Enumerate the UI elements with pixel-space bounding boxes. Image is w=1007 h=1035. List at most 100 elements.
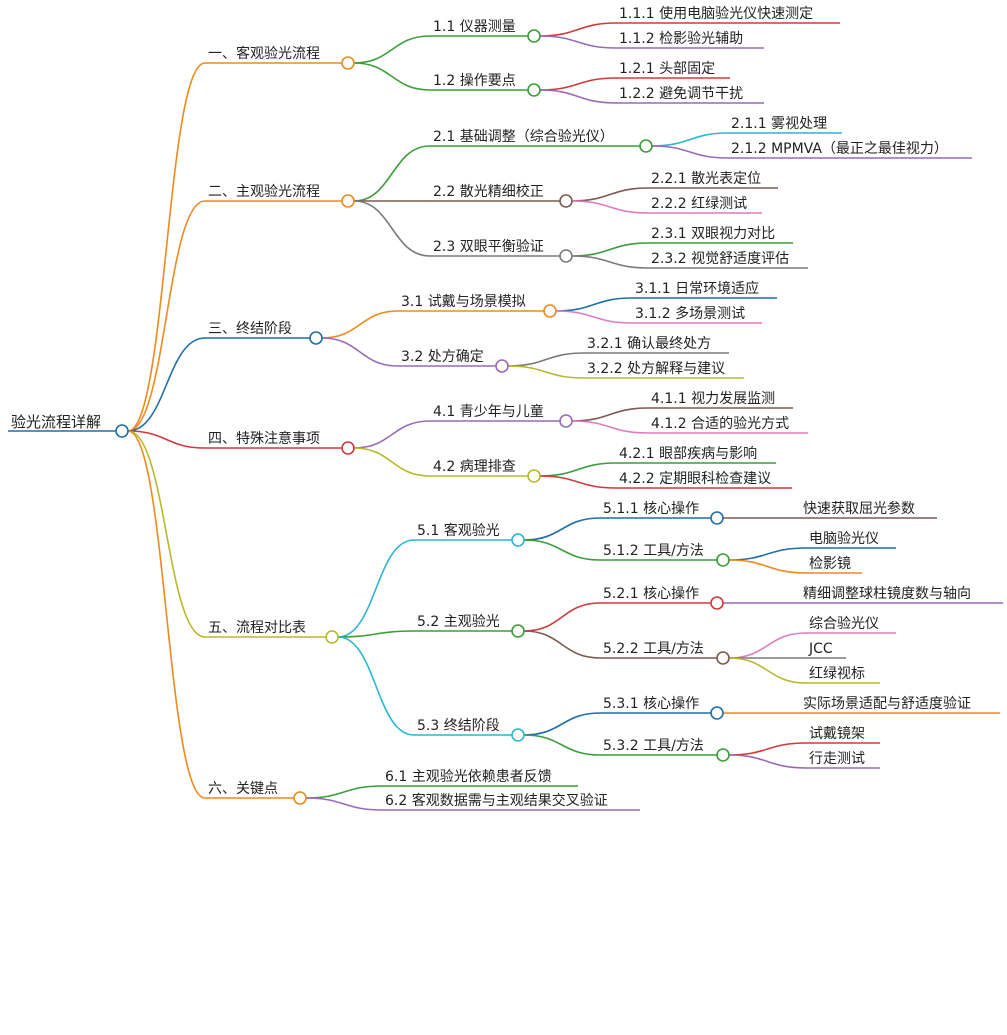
node-4-0-0-toggle[interactable] [710, 511, 724, 525]
edge-b3-c1-g0 [539, 462, 617, 477]
node-4-1-1-toggle[interactable] [716, 651, 730, 665]
edge-b4-c1-g1-h2 [728, 657, 807, 684]
node-0-0-toggle[interactable] [527, 29, 541, 43]
edge-b0-c1-g1 [539, 89, 617, 104]
edge-b0-c1 [353, 62, 431, 91]
node-4-2-toggle[interactable] [511, 728, 525, 742]
edge-b1-c2-g0 [571, 242, 649, 257]
node-1-1-0-label: 2.2.1 散光表定位 [651, 171, 761, 187]
edge-b1-c1-g1 [571, 200, 649, 214]
node-1-0-1-label: 2.1.2 MPMVA（最正之最佳视力） [731, 141, 948, 157]
edges-layer [127, 22, 807, 811]
edge-b4-c0 [337, 539, 415, 638]
node-1-0-label: 2.1 基础调整（综合验光仪） [433, 128, 614, 145]
edge-b4-c1 [337, 630, 415, 638]
edge-b3-c0-g0 [571, 407, 649, 422]
node-1-2-1-label: 2.3.2 视觉舒适度评估 [651, 251, 789, 267]
branch-4-toggle[interactable] [325, 630, 339, 644]
root-node-label: 验光流程详解 [11, 413, 101, 431]
edge-root-b2 [127, 337, 206, 432]
nodes-layer [115, 29, 730, 805]
branch-2-label: 三、终结阶段 [208, 321, 292, 337]
node-4-2-0-0-label: 实际场景适配与舒适度验证 [803, 696, 971, 712]
node-0-1-label: 1.2 操作要点 [433, 73, 516, 89]
node-4-1-0-label: 5.2.1 核心操作 [603, 586, 699, 602]
edge-b1-c0-g1 [651, 145, 729, 159]
node-4-2-label: 5.3 终结阶段 [417, 718, 500, 734]
node-1-1-toggle[interactable] [559, 194, 573, 208]
node-4-0-1-toggle[interactable] [716, 553, 730, 567]
edge-b3-c0 [353, 420, 431, 449]
branch-0-label: 一、客观验光流程 [208, 45, 320, 62]
branch-0-toggle[interactable] [341, 56, 355, 70]
edge-b5-c1 [305, 797, 383, 811]
node-0-0-0-label: 1.1.1 使用电脑验光仪快速测定 [619, 5, 813, 22]
node-0-1-toggle[interactable] [527, 83, 541, 97]
node-1-2-toggle[interactable] [559, 249, 573, 263]
edge-b2-c1-g1 [507, 365, 585, 379]
node-4-2-1-label: 5.3.2 工具/方法 [603, 738, 704, 754]
branch-2-toggle[interactable] [309, 331, 323, 345]
node-4-1-1-1-label: JCC [808, 641, 833, 657]
node-4-1-1-0-label: 综合验光仪 [809, 616, 879, 632]
node-3-1-toggle[interactable] [527, 469, 541, 483]
node-1-0-toggle[interactable] [639, 139, 653, 153]
edge-root-b5 [127, 430, 206, 799]
branch-1-toggle[interactable] [341, 194, 355, 208]
node-1-0-0-label: 2.1.1 雾视处理 [731, 116, 827, 132]
node-4-0-1-1-label: 检影镜 [809, 556, 851, 572]
edge-b4-c0-g1-h0 [728, 547, 807, 561]
branch-5-toggle[interactable] [293, 791, 307, 805]
edge-root-b3 [127, 430, 206, 449]
node-4-1-1-label: 5.2.2 工具/方法 [603, 641, 704, 657]
edge-b5-c0 [305, 785, 383, 799]
edge-root-b4 [127, 430, 206, 638]
node-2-1-1-label: 3.2.2 处方解释与建议 [587, 361, 725, 377]
edge-b4-c2-g0 [523, 712, 601, 736]
node-4-2-1-1-label: 行走测试 [809, 751, 865, 767]
node-4-1-0-toggle[interactable] [710, 596, 724, 610]
branch-3-toggle[interactable] [341, 441, 355, 455]
node-2-0-0-label: 3.1.1 日常环境适应 [635, 280, 759, 297]
edge-b4-c1-g1 [523, 630, 601, 659]
node-2-1-label: 3.2 处方确定 [401, 349, 484, 365]
node-4-0-toggle[interactable] [511, 533, 525, 547]
node-4-0-label: 5.1 客观验光 [417, 522, 500, 539]
branch-4-label: 五、流程对比表 [208, 620, 306, 636]
edge-b4-c0-g1-h1 [728, 559, 807, 574]
node-3-1-0-label: 4.2.1 眼部疾病与影响 [619, 446, 757, 462]
node-0-1-0-label: 1.2.1 头部固定 [619, 61, 715, 77]
edge-b4-c0-g1 [523, 539, 601, 561]
node-0-0-1-label: 1.1.2 检影验光辅助 [619, 31, 743, 47]
edge-root-b1 [127, 200, 206, 432]
edge-b1-c2 [353, 200, 431, 257]
node-4-1-toggle[interactable] [511, 624, 525, 638]
root-node-toggle[interactable] [115, 424, 129, 438]
node-0-0-label: 1.1 仪器测量 [433, 19, 516, 35]
node-5-1-label: 6.2 客观数据需与主观结果交叉验证 [385, 792, 608, 809]
node-2-0-1-label: 3.1.2 多场景测试 [635, 305, 745, 322]
edge-b1-c1-g0 [571, 187, 649, 202]
edge-b1-c0-g0 [651, 132, 729, 147]
edge-b0-c1-g0 [539, 77, 617, 91]
node-2-0-toggle[interactable] [543, 304, 557, 318]
branch-1-label: 二、主观验光流程 [208, 184, 320, 200]
node-4-0-1-0-label: 电脑验光仪 [809, 531, 879, 547]
node-4-2-0-toggle[interactable] [710, 706, 724, 720]
node-0-1-1-label: 1.2.2 避免调节干扰 [619, 86, 743, 102]
node-2-1-toggle[interactable] [495, 359, 509, 373]
node-4-2-1-0-label: 试戴镜架 [809, 726, 865, 742]
node-1-2-0-label: 2.3.1 双眼视力对比 [651, 226, 775, 242]
underline-layer [8, 22, 1003, 811]
node-3-0-toggle[interactable] [559, 414, 573, 428]
edge-b2-c1-g0 [507, 352, 585, 367]
node-4-2-1-toggle[interactable] [716, 748, 730, 762]
node-1-1-label: 2.2 散光精细校正 [433, 183, 544, 200]
node-2-1-0-label: 3.2.1 确认最终处方 [587, 336, 711, 352]
edge-b4-c2 [337, 636, 415, 736]
edge-b4-c1-g1-h0 [728, 632, 807, 659]
edge-b1-c2-g1 [571, 255, 649, 269]
edge-b0-c0-g1 [539, 35, 617, 49]
node-4-1-label: 5.2 主观验光 [417, 614, 500, 630]
node-4-0-0-label: 5.1.1 核心操作 [603, 501, 699, 517]
